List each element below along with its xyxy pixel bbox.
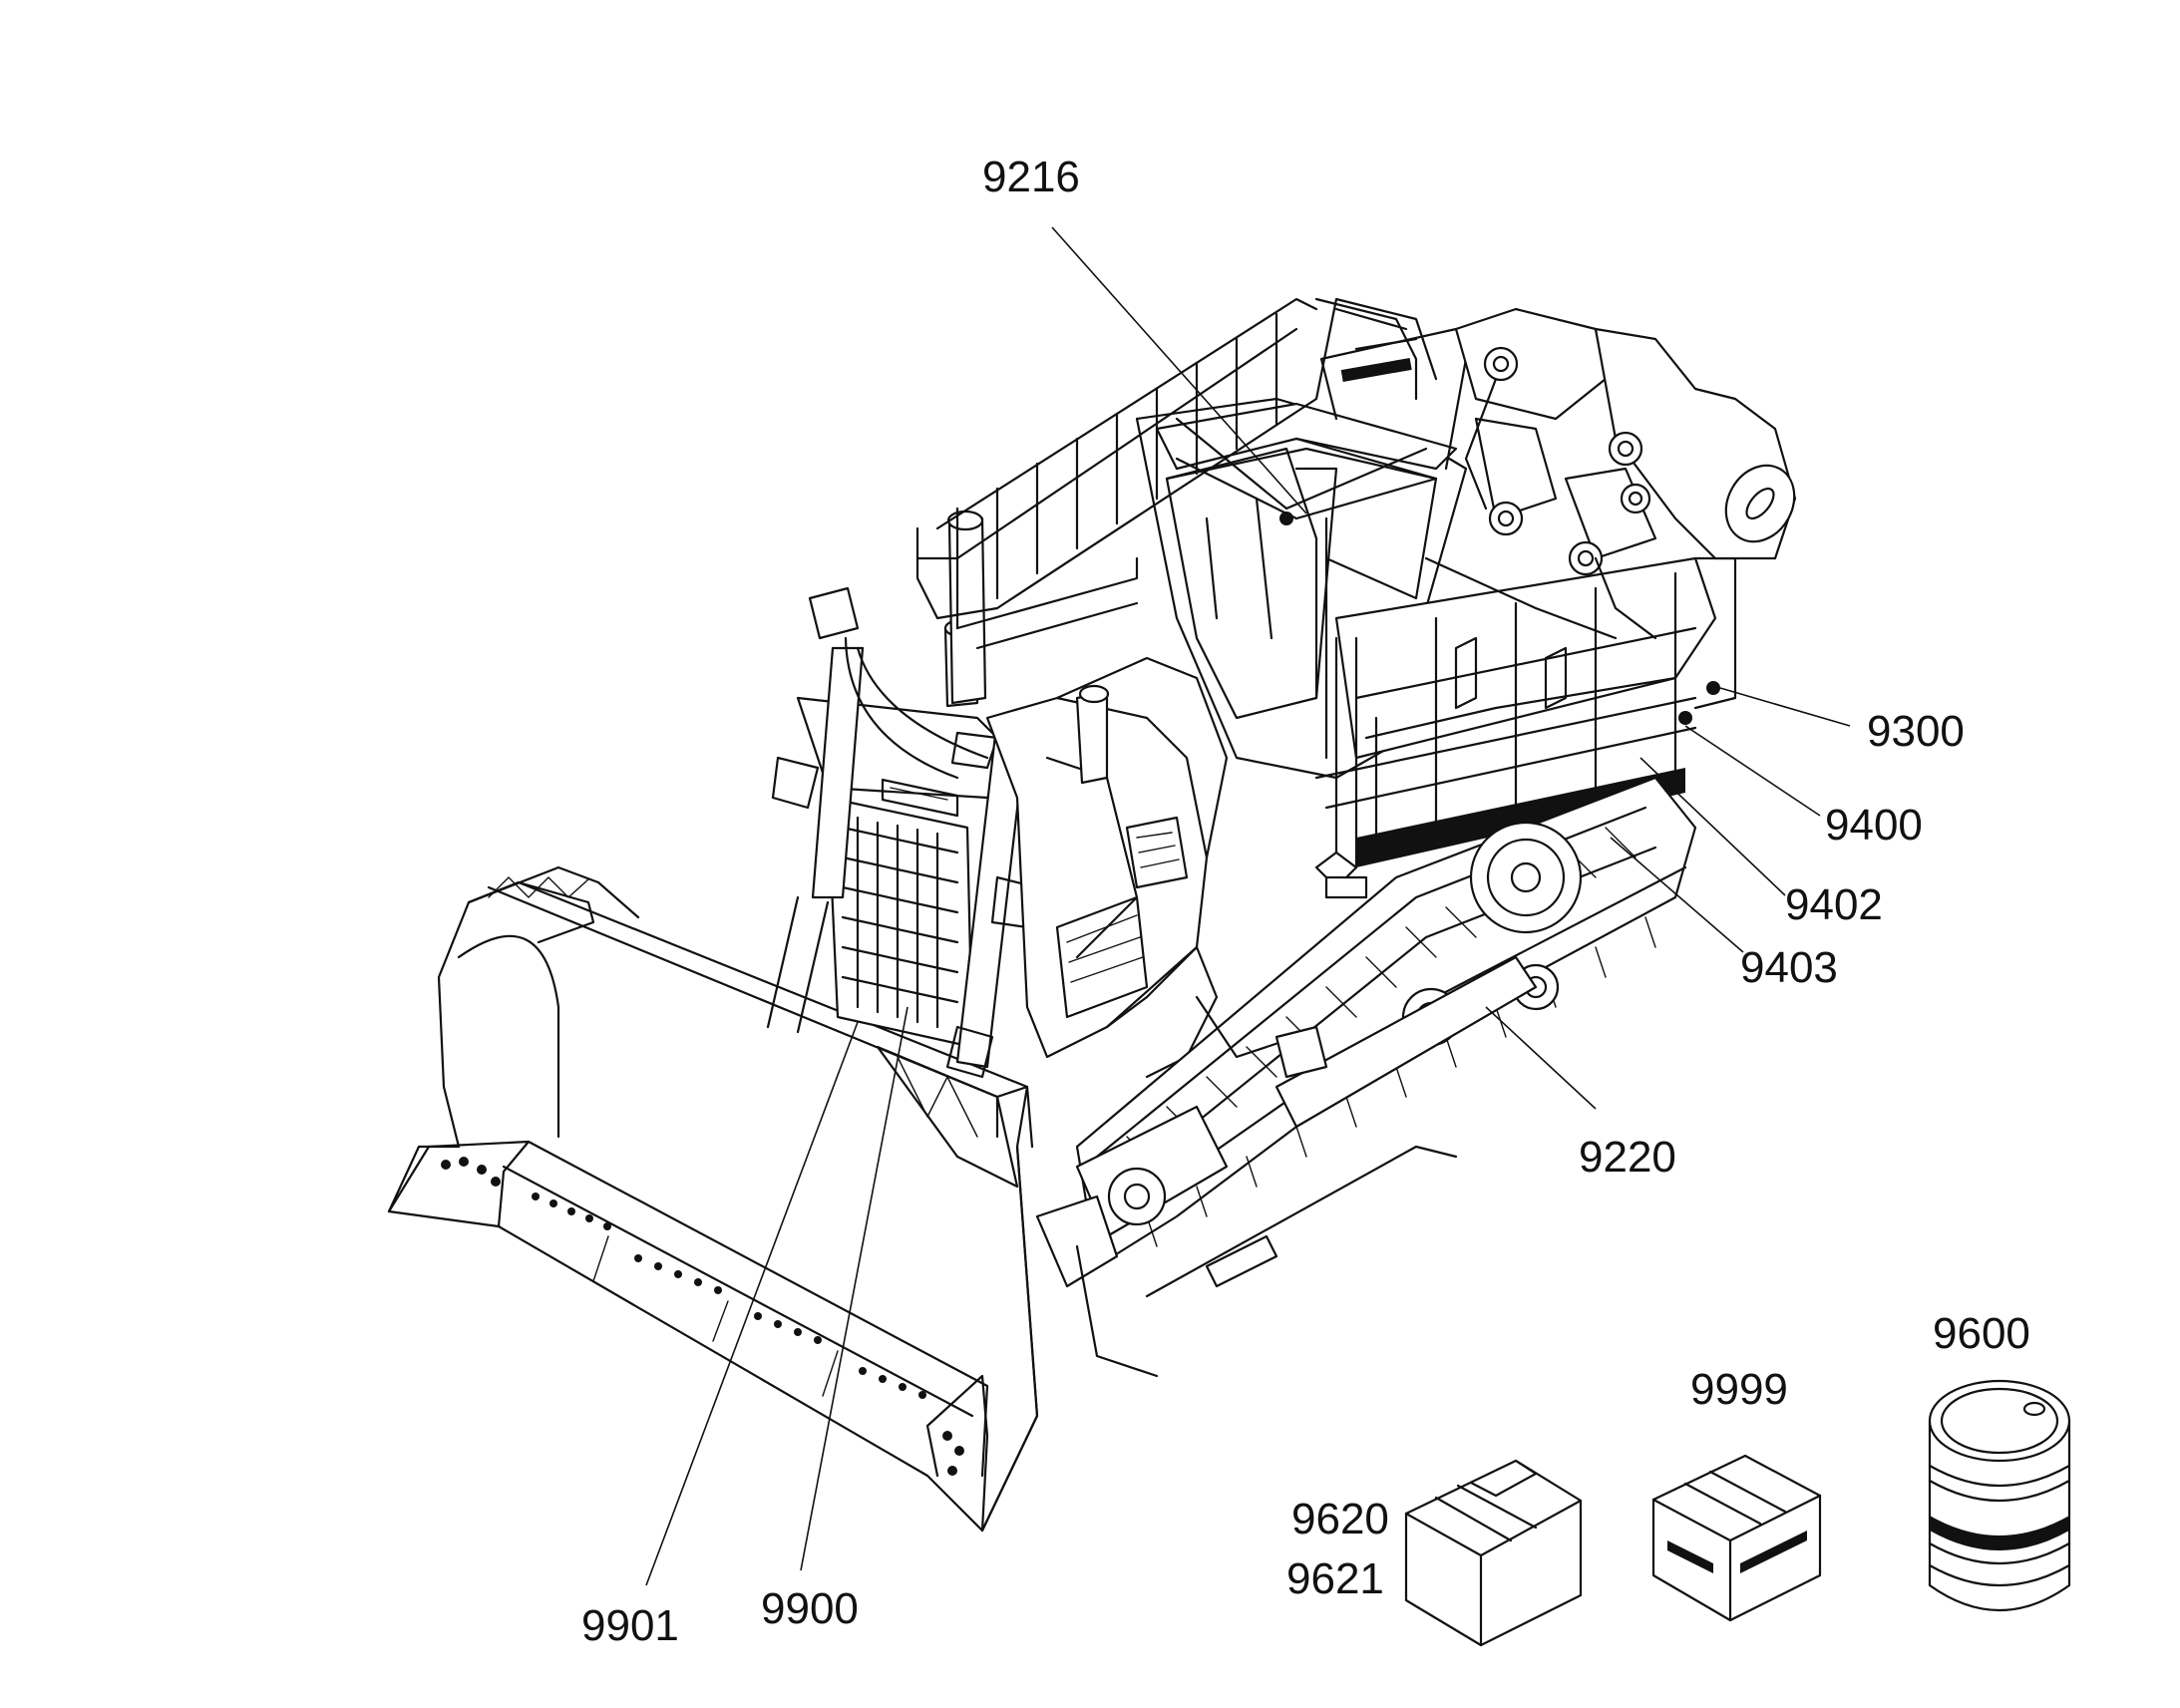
leader-9901 [645, 1021, 859, 1586]
leader-9400 [1684, 725, 1821, 817]
callout-9403: 9403 [1740, 943, 1838, 992]
leader-9300 [1719, 687, 1851, 727]
leader-9216 [1051, 226, 1307, 514]
callout-9400: 9400 [1825, 801, 1923, 850]
leader-9402 [1639, 757, 1786, 896]
callout-9300: 9300 [1867, 707, 1965, 756]
blade-bolt-holes [441, 1157, 964, 1476]
leader-9403 [1610, 837, 1744, 953]
ripper [1424, 307, 1797, 640]
leader-9900 [800, 1006, 908, 1571]
callout-9901: 9901 [581, 1601, 679, 1650]
callout-9999: 9999 [1690, 1365, 1788, 1414]
callout-9900: 9900 [761, 1584, 859, 1633]
callout-9220: 9220 [1579, 1133, 1676, 1182]
track-undercarriage [1035, 776, 1697, 1378]
callout-9600: 9600 [1933, 1309, 2030, 1358]
lift-cylinders [766, 586, 1039, 1079]
exhaust-stack [943, 510, 987, 708]
handrails [915, 297, 1438, 650]
callout-9216: 9216 [982, 153, 1080, 201]
callout-9402: 9402 [1785, 880, 1883, 929]
callout-labels: 9216 9300 9400 9402 9403 9220 9901 9900 … [581, 153, 2030, 1650]
rear-platform [1314, 556, 1737, 899]
oil-barrel-icon [1928, 1379, 2071, 1611]
engine-hood [985, 656, 1229, 1079]
blade [387, 865, 1039, 1533]
service-kit-box-icon [1651, 1454, 1822, 1622]
crawler-dozer-icon [387, 297, 1797, 1533]
cardboard-box-icon [1404, 1459, 1583, 1647]
leader-lines [645, 226, 1851, 1586]
leader-9220 [1485, 1006, 1597, 1110]
callout-9620: 9620 [1291, 1495, 1389, 1543]
callout-9621: 9621 [1286, 1554, 1384, 1603]
